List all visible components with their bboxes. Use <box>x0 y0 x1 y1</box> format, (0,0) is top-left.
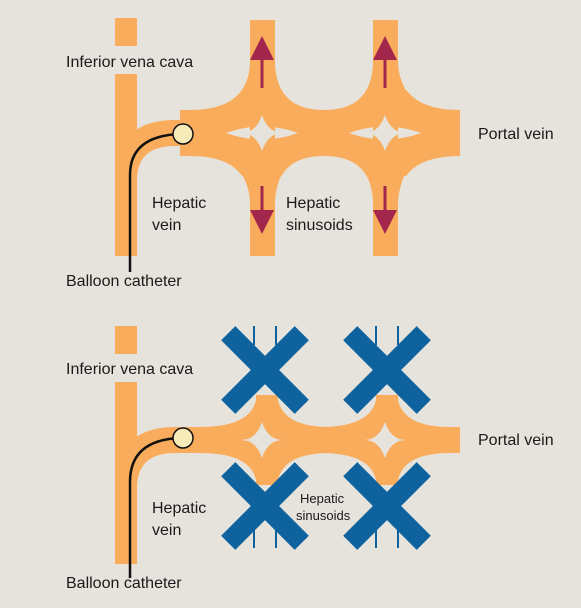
portal-channel <box>170 427 460 453</box>
ivc-stub <box>115 18 137 46</box>
hepatic-vein-label-line1: Hepatic <box>152 500 206 517</box>
balloon-icon <box>173 428 193 448</box>
sinusoids-label-line1: Hepatic <box>286 195 340 212</box>
catheter-label: Balloon catheter <box>66 273 182 290</box>
hepatic-vein-label-line2: vein <box>152 217 181 234</box>
catheter-label: Balloon catheter <box>66 575 182 592</box>
balloon-icon <box>173 124 193 144</box>
hepatic-vein-label-line2: vein <box>152 522 181 539</box>
ivc-label: Inferior vena cava <box>66 361 193 378</box>
sinusoids-label-line2: sinusoids <box>286 217 353 234</box>
portal-vein-label: Portal vein <box>478 126 554 143</box>
bottom-panel: Inferior vena cava Portal vein Hepatic v… <box>66 326 554 592</box>
sinusoids-label-line2: sinusoids <box>296 508 351 523</box>
ivc-stub <box>115 326 137 354</box>
sinusoids-label-line1: Hepatic <box>300 491 345 506</box>
hepatic-vein-label-line1: Hepatic <box>152 195 206 212</box>
portal-vein-label: Portal vein <box>478 432 554 449</box>
ivc-label: Inferior vena cava <box>66 54 193 71</box>
top-panel: Inferior vena cava Portal vein Hepatic v… <box>66 18 554 290</box>
